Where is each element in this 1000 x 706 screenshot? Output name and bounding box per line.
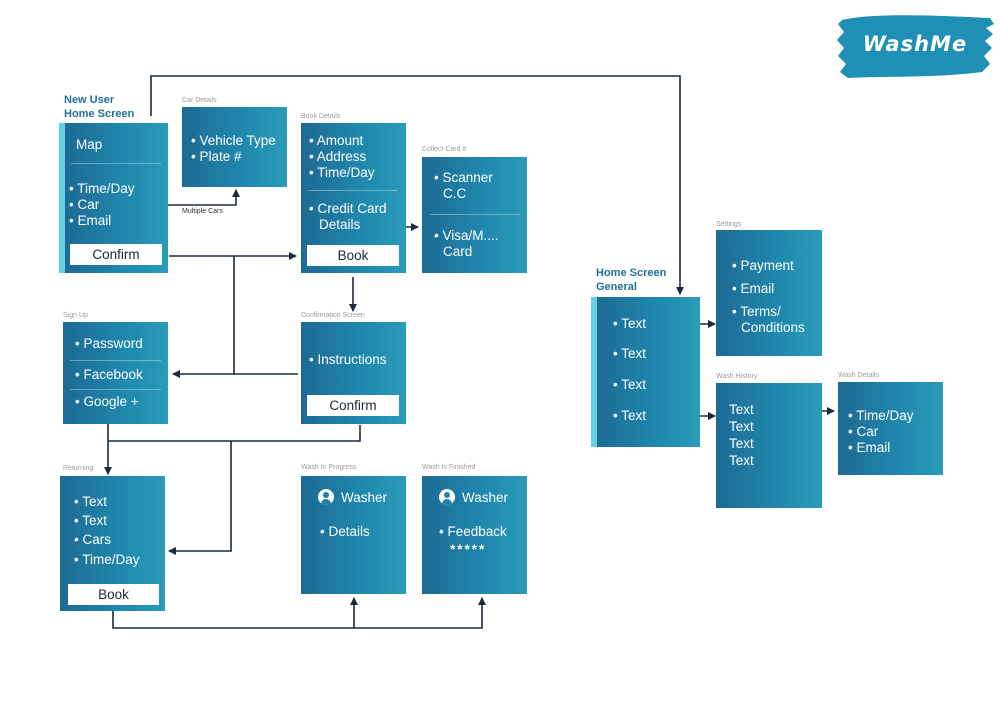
credit-card-line2: Details bbox=[319, 217, 361, 232]
list-item: • Time/Day bbox=[309, 165, 375, 180]
home-general-screen: • Text • Text • Text • Text bbox=[591, 297, 700, 447]
wash-in-progress-caption: Wash In Progress bbox=[301, 464, 357, 471]
car-details-caption: Car Details bbox=[182, 97, 217, 104]
washme-logo-brush bbox=[837, 15, 994, 78]
wash-details-caption: Wash Details bbox=[838, 372, 879, 379]
list-item: • Amount bbox=[309, 133, 364, 148]
list-item: • Password bbox=[75, 336, 143, 351]
wash-history-screen: Text Text Text Text bbox=[716, 383, 822, 508]
returning-screen: • Text • Text • Cars • Time/Day Book bbox=[60, 476, 165, 611]
settings-screen: • Payment • Email • Terms/ Conditions bbox=[716, 230, 822, 356]
user-avatar-icon bbox=[318, 489, 334, 505]
credit-card-line1: • Credit Card bbox=[309, 201, 387, 216]
new-user-home-title-line1: New User bbox=[64, 94, 115, 106]
washer-label: Washer bbox=[462, 490, 509, 505]
list-item: Text bbox=[729, 419, 754, 434]
scanner-line2: C.C bbox=[443, 186, 467, 201]
list-item: • Time/Day bbox=[69, 181, 135, 196]
new-user-home-title: New User Home Screen bbox=[64, 93, 134, 121]
divider bbox=[308, 190, 398, 191]
details-item: • Details bbox=[320, 524, 370, 539]
multiple-cars-note: Multiple Cars bbox=[182, 208, 223, 215]
collect-card-screen: • Scanner C.C • Visa/M.... Card bbox=[422, 157, 527, 273]
divider bbox=[70, 389, 161, 390]
home-general-title-line1: Home Screen bbox=[596, 267, 667, 279]
list-item: Text bbox=[729, 436, 754, 451]
book-details-screen: • Amount • Address • Time/Day • Credit C… bbox=[301, 123, 406, 273]
wash-details-screen: • Time/Day • Car • Email bbox=[838, 382, 943, 475]
car-details-screen: • Vehicle Type • Plate # bbox=[182, 107, 287, 187]
settings-caption: Settings bbox=[716, 221, 742, 228]
confirmation-caption: Confirmation Screen bbox=[301, 312, 365, 319]
list-item: • Text bbox=[74, 513, 107, 528]
connector-newuser-to-home-general bbox=[150, 75, 684, 295]
list-item: • Facebook bbox=[75, 367, 143, 382]
list-item: • Text bbox=[613, 408, 646, 423]
visa-line2: Card bbox=[443, 244, 473, 259]
instructions-item: • Instructions bbox=[309, 352, 387, 367]
list-item: • Google + bbox=[75, 394, 139, 409]
washer-label: Washer bbox=[341, 490, 388, 505]
star-rating[interactable]: ***** bbox=[450, 542, 487, 557]
confirm-button[interactable]: Confirm bbox=[70, 244, 162, 265]
list-item: • Text bbox=[613, 316, 646, 331]
list-item: • Text bbox=[613, 377, 646, 392]
list-item: • Vehicle Type bbox=[191, 133, 276, 148]
list-item: • Car bbox=[69, 197, 100, 212]
divider bbox=[430, 214, 520, 215]
returning-caption: Returning bbox=[63, 465, 94, 472]
new-user-home-screen: Map • Time/Day • Car • Email Confirm bbox=[59, 123, 168, 273]
scanner-line1: • Scanner bbox=[434, 170, 493, 185]
list-item: • Email bbox=[69, 213, 112, 228]
visa-line1: • Visa/M.... bbox=[434, 228, 499, 243]
collect-card-caption: Collect Card # bbox=[422, 146, 467, 153]
divider bbox=[71, 163, 161, 164]
connector-returning-to-wash bbox=[112, 597, 486, 629]
connector-to-returning bbox=[168, 441, 232, 555]
list-item: • Time/Day bbox=[74, 552, 140, 567]
home-general-title: Home Screen General bbox=[596, 266, 666, 294]
book-button[interactable]: Book bbox=[68, 584, 159, 605]
wash-finished-caption: Wash Is Finished bbox=[422, 464, 476, 471]
terms-line1: • Terms/ bbox=[732, 304, 781, 319]
list-item: • Email bbox=[848, 440, 891, 455]
list-item: • Text bbox=[74, 494, 107, 509]
confirmation-screen: • Instructions Confirm bbox=[301, 322, 406, 424]
list-item: • Address bbox=[309, 149, 367, 164]
list-item: • Text bbox=[613, 346, 646, 361]
list-item: • Plate # bbox=[191, 149, 242, 164]
feedback-item: • Feedback bbox=[439, 524, 507, 539]
logo-text: WashMe bbox=[862, 32, 968, 56]
book-details-caption: Book Details bbox=[301, 113, 341, 120]
list-item: • Cars bbox=[74, 532, 111, 547]
home-general-title-line2: General bbox=[596, 281, 637, 293]
list-item: • Car bbox=[848, 424, 879, 439]
book-button[interactable]: Book bbox=[307, 245, 399, 266]
list-item: • Email bbox=[732, 281, 775, 296]
wash-in-progress-screen: Washer • Details bbox=[301, 476, 406, 594]
list-item: Text bbox=[729, 453, 754, 468]
list-item: • Time/Day bbox=[848, 408, 914, 423]
map-label: Map bbox=[76, 137, 103, 152]
new-user-home-title-line2: Home Screen bbox=[64, 108, 135, 120]
wash-history-caption: Wash History bbox=[716, 373, 758, 380]
list-item: • Payment bbox=[732, 258, 794, 273]
wash-finished-screen: Washer • Feedback ***** bbox=[422, 476, 527, 594]
sign-up-screen: • Password • Facebook • Google + bbox=[63, 322, 168, 424]
divider bbox=[70, 360, 161, 361]
user-avatar-icon bbox=[439, 489, 455, 505]
sign-up-caption: Sign Up bbox=[63, 312, 88, 319]
terms-line2: Conditions bbox=[741, 320, 805, 335]
connector-horizontal-bus bbox=[108, 425, 361, 442]
list-item: Text bbox=[729, 402, 754, 417]
confirm-button[interactable]: Confirm bbox=[307, 395, 399, 416]
